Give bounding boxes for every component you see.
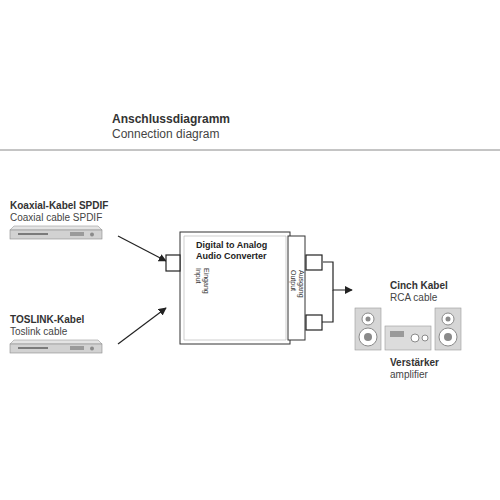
cable-label: Cinch Kabel (390, 280, 448, 291)
player-display (70, 232, 84, 236)
tweeter-cap (446, 317, 451, 322)
woofer-cap (364, 333, 372, 341)
connector-arrow (118, 236, 166, 261)
connector-arrow (118, 308, 166, 344)
player-knob (90, 233, 94, 237)
rca-jack (306, 255, 322, 270)
diagram-title: Anschlussdiagramm (112, 112, 230, 126)
amp-knob (411, 334, 419, 342)
amp-display (390, 331, 404, 337)
tweeter (442, 313, 454, 325)
cable-label: RCA cable (390, 292, 437, 303)
woofer-cap (444, 333, 452, 341)
node-text: Verstärker (390, 357, 439, 369)
amplifier-body (385, 326, 431, 350)
node-text: TOSLINK-Kabel (10, 314, 84, 326)
node-text: Digital to Analog Audio Converter (196, 240, 282, 262)
player-front (10, 344, 102, 353)
converter-housing (180, 232, 290, 344)
amp-knob (422, 335, 428, 341)
player-top (10, 226, 102, 230)
tweeter-cap (366, 317, 371, 322)
rca-jack (306, 315, 322, 330)
source-device: Koaxial-Kabel SPDIFCoaxial cable SPDIF (8, 198, 118, 244)
speaker-box (355, 308, 381, 350)
node-text: Coaxial cable SPDIF (10, 212, 102, 224)
player-display (70, 346, 84, 350)
port-label-text: Output (290, 270, 298, 298)
divider-line (0, 150, 500, 151)
port-label-text: Ausgang (298, 270, 306, 298)
port-label: EingangInput (195, 268, 210, 294)
woofer (439, 328, 457, 346)
housing-inner-edge (184, 236, 286, 340)
node-text: Koaxial-Kabel SPDIF (10, 200, 108, 212)
output-panel (288, 236, 305, 340)
input-jack (166, 255, 180, 271)
speaker-box (435, 308, 461, 350)
port-label-text: Input (195, 268, 203, 294)
rca-fork-wire (322, 290, 333, 322)
player-top (10, 340, 102, 344)
port-label-text: Eingang (203, 268, 211, 294)
tweeter (362, 313, 374, 325)
disc-slot (18, 347, 48, 349)
player-front (10, 230, 102, 239)
woofer (359, 328, 377, 346)
node-text: amplifier (390, 369, 428, 381)
disc-slot (18, 233, 48, 235)
subtitle: Connection diagram (112, 127, 219, 141)
connector-arrow (323, 262, 352, 290)
source-device: TOSLINK-KabelToslink cable (8, 312, 118, 358)
port-label: AusgangOutput (290, 270, 305, 298)
node-text: Toslink cable (10, 326, 67, 338)
player-knob (90, 347, 94, 351)
